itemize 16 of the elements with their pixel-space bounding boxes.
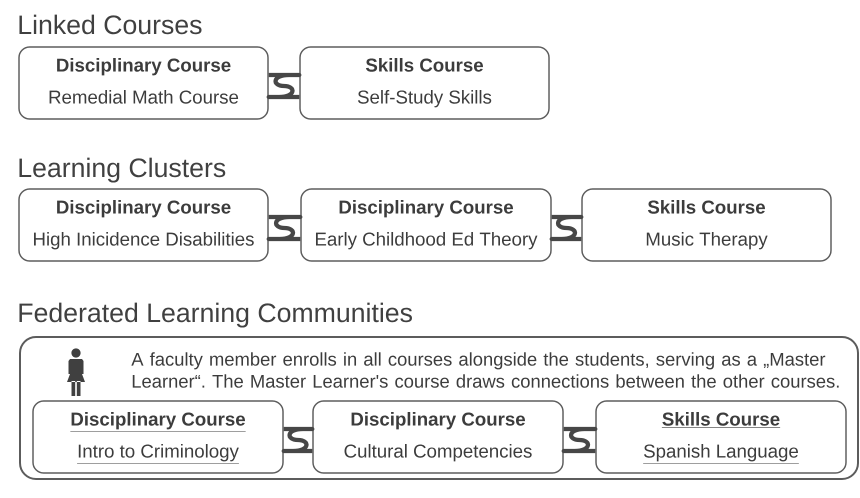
- chain-link: [562, 426, 598, 454]
- course-box: Disciplinary Course Cultural Competencies: [312, 400, 564, 474]
- course-box: Skills Course Music Therapy: [581, 188, 832, 262]
- chain-link: [266, 214, 302, 242]
- course-box: Disciplinary Course Intro to Criminology: [32, 400, 284, 474]
- course-box: Disciplinary Course Remedial Math Course: [18, 46, 269, 120]
- section-heading: Federated Learning Communities: [19, 302, 412, 328]
- course-box: Skills Course Spanish Language: [595, 400, 847, 474]
- chain-link: [550, 214, 584, 242]
- section-heading: Learning Clusters: [19, 158, 226, 183]
- course-box: Disciplinary Course High Inicidence Disabilities: [18, 188, 269, 262]
- course-box: Disciplinary Course Early Childhood Ed Theory: [300, 188, 552, 262]
- description-text: A faculty member enrolls in all courses alongside the students, serving as a „Master Learner“. The Master Learner's course draws connections between the other courses.: [131, 352, 839, 388]
- chain-link: [266, 72, 302, 100]
- chain-link: [282, 426, 314, 454]
- course-box: Skills Course Self-Study Skills: [299, 46, 550, 120]
